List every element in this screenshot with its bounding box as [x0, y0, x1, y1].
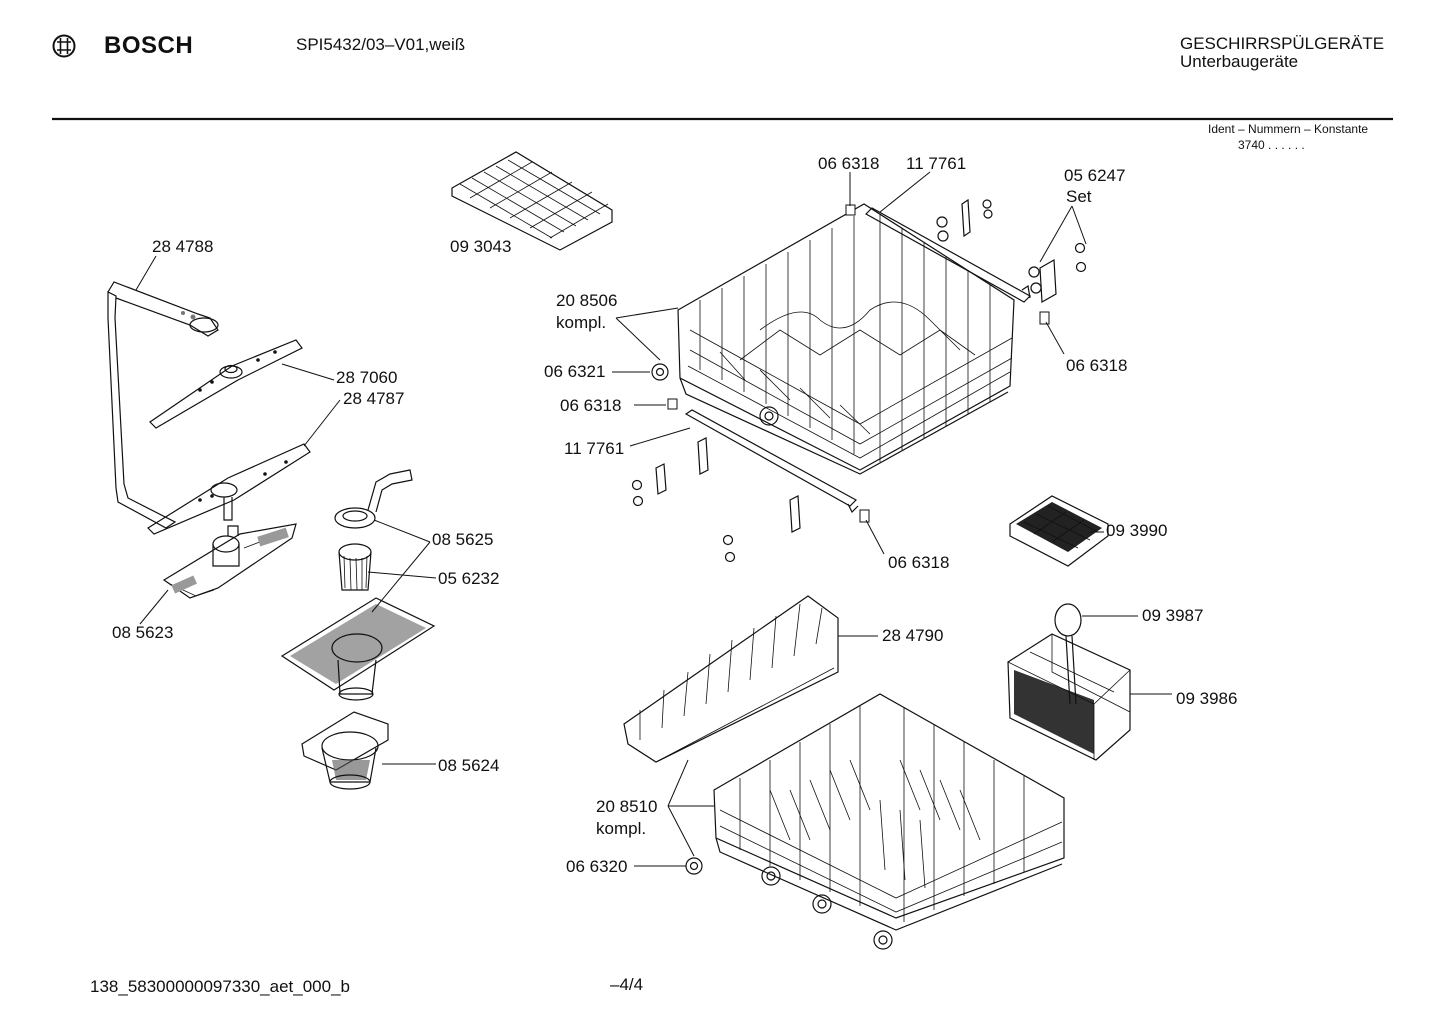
part-label: 09 3986 [1176, 689, 1238, 708]
part-label: 20 8510 [596, 797, 658, 816]
part-label: Set [1066, 187, 1092, 206]
part-label: 28 7060 [336, 368, 398, 387]
spray-arm-base [162, 523, 297, 599]
part-label: 09 3990 [1106, 521, 1168, 540]
part-label: kompl. [556, 313, 607, 332]
part-label: 28 4787 [343, 389, 405, 408]
part-label: 06 6320 [566, 857, 628, 876]
part-label: 06 6318 [560, 396, 622, 415]
part-label: 05 6232 [438, 569, 500, 588]
part-label: 06 6318 [888, 553, 950, 572]
category-subtitle: Unterbaugeräte [1180, 52, 1299, 71]
lower-spray-arm [147, 443, 311, 535]
cutlery-rack [451, 151, 613, 251]
part-label: 11 7761 [564, 439, 625, 458]
category-title: GESCHIRRSPÜLGERÄTE [1180, 34, 1385, 53]
part-label: 08 5625 [432, 530, 494, 549]
part-label: 05 6247 [1064, 166, 1126, 185]
document-id: 138_58300000097330_aet_000_b [90, 977, 350, 996]
part-label: 20 8506 [556, 291, 618, 310]
part-label: 06 6318 [1066, 356, 1128, 375]
ident-value: 3740 . . . . . . [1238, 138, 1305, 152]
lower-basket [623, 595, 1065, 950]
brand-name: BOSCH [104, 32, 194, 59]
part-label: 09 3987 [1142, 606, 1204, 625]
part-label: 06 6321 [544, 362, 606, 381]
model-number: SPI5432/03–V01,weiß [296, 35, 466, 54]
cutlery-insert-tray [1009, 495, 1109, 567]
upper-spray-arm [149, 339, 303, 429]
filter-assembly [280, 469, 436, 790]
spray-arm-pipe [107, 281, 219, 529]
part-label: 09 3043 [450, 237, 512, 256]
ident-title: Ident – Nummern – Konstante [1208, 122, 1369, 136]
page-number: –4/4 [610, 975, 644, 994]
part-label: 11 7761 [906, 154, 967, 173]
upper-basket [631, 198, 1087, 563]
part-label: kompl. [596, 819, 647, 838]
part-label: 08 5623 [112, 623, 174, 642]
bosch-logo-icon [52, 34, 76, 58]
leader-lines [135, 171, 1172, 867]
part-label: 06 6318 [818, 154, 880, 173]
part-label: 28 4788 [152, 237, 214, 256]
part-label: 08 5624 [438, 756, 500, 775]
cutlery-basket [1007, 603, 1131, 761]
part-label: 28 4790 [882, 626, 944, 645]
